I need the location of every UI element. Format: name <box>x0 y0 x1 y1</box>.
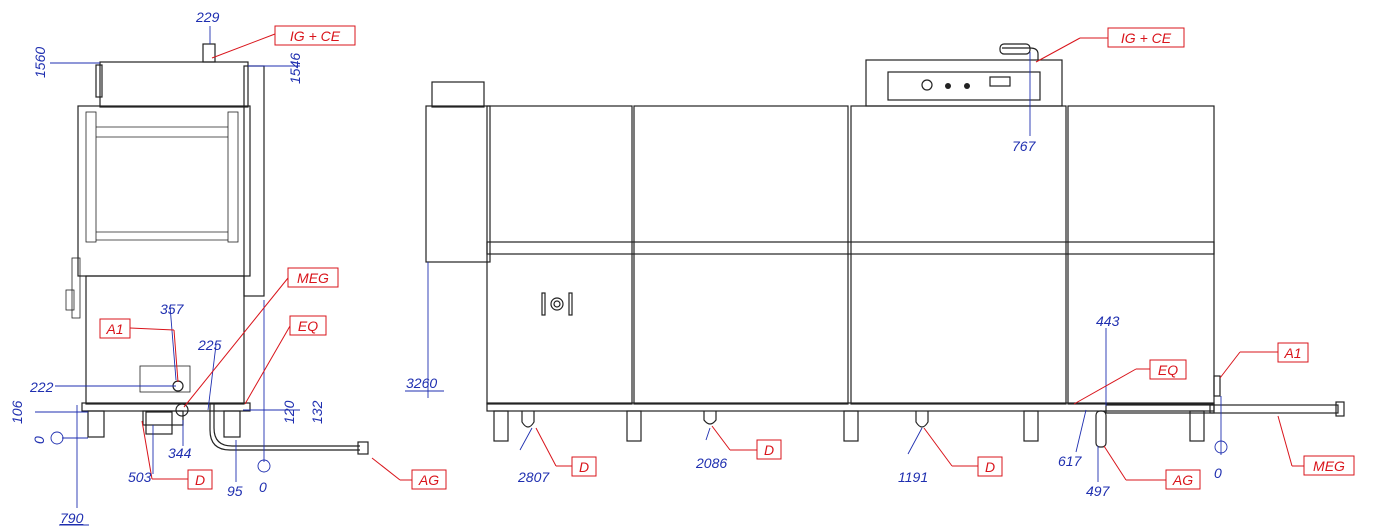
dim-3260: 3260 <box>406 375 437 391</box>
callout-d-front-2: D <box>764 442 774 458</box>
callout-meg-side: MEG <box>297 270 329 286</box>
dim-617: 617 <box>1058 453 1083 469</box>
dim-106: 106 <box>9 400 25 424</box>
front-module-4 <box>1067 105 1215 405</box>
dim-503: 503 <box>128 469 152 485</box>
front-ag-pipe <box>1095 410 1107 448</box>
dim-767: 767 <box>1012 138 1037 154</box>
side-lower-cabinet <box>85 275 245 405</box>
side-view <box>35 26 412 508</box>
side-foot-right <box>223 410 241 438</box>
front-drain-icon-1 <box>521 411 535 428</box>
front-module-1 <box>486 105 633 405</box>
side-top-pipe <box>202 43 216 63</box>
front-foot <box>493 410 509 442</box>
front-inlet-chute <box>425 105 491 263</box>
dim-1546: 1546 <box>287 53 303 84</box>
dim-344: 344 <box>168 445 192 461</box>
dim-1191: 1191 <box>898 469 928 485</box>
side-dimensions: 229 1560 1546 357 225 222 106 120 132 0 … <box>9 9 325 526</box>
dim-229: 229 <box>195 9 220 25</box>
callout-eq-front: EQ <box>1158 362 1178 378</box>
dim-120: 120 <box>281 400 297 424</box>
dim-1560: 1560 <box>32 47 48 78</box>
callout-eq-side: EQ <box>298 318 318 334</box>
dim-222: 222 <box>29 379 54 395</box>
dim-2086: 2086 <box>695 455 727 471</box>
dim-2807: 2807 <box>517 469 550 485</box>
side-drain-icon <box>145 411 173 435</box>
callout-a1-front: A1 <box>1283 345 1301 361</box>
dim-0-front: 0 <box>1214 465 1222 481</box>
front-dimensions: 767 3260 443 617 497 0 2807 2086 1191 <box>406 138 1222 499</box>
front-module-2 <box>633 105 849 405</box>
callout-meg-front: MEG <box>1313 458 1345 474</box>
side-ag-pipe <box>209 404 360 451</box>
front-hood <box>865 59 1063 107</box>
side-foot-left <box>87 410 105 438</box>
dim-95: 95 <box>227 483 243 499</box>
dim-357: 357 <box>160 301 185 317</box>
callout-ig-ce-side: IG + CE <box>290 28 341 44</box>
dim-132: 132 <box>309 400 325 424</box>
callout-a1-side: A1 <box>105 321 123 337</box>
side-panel <box>139 365 191 393</box>
front-control-panel <box>887 71 1041 101</box>
dim-790: 790 <box>60 510 84 526</box>
dim-0-side-bottom: 0 <box>259 479 267 495</box>
front-module-3 <box>850 105 1067 405</box>
front-control-knob-icon <box>921 79 933 91</box>
dim-225: 225 <box>197 337 222 353</box>
dim-443: 443 <box>1096 313 1120 329</box>
dim-0-side-left: 0 <box>31 436 47 444</box>
callout-ig-ce-front: IG + CE <box>1121 30 1172 46</box>
front-meg-conveyor <box>1209 404 1339 414</box>
side-meg-connector-icon <box>175 403 189 417</box>
callout-ag-side: AG <box>418 472 439 488</box>
callout-d-front-3: D <box>985 459 995 475</box>
dim-497: 497 <box>1086 483 1111 499</box>
callout-ag-front: AG <box>1172 472 1193 488</box>
side-upper-frame <box>77 105 251 277</box>
callout-d-side: D <box>195 472 205 488</box>
front-drain-icon-2 <box>703 411 717 425</box>
front-view <box>425 37 1345 482</box>
callout-d-front-1: D <box>579 459 589 475</box>
side-hood <box>99 61 249 108</box>
front-mid-rail <box>486 241 1215 255</box>
callouts: IG + CE MEG A1 EQ D AG IG + CE EQ A1 D D… <box>99 25 1355 490</box>
front-drain-icon-3 <box>915 411 929 428</box>
